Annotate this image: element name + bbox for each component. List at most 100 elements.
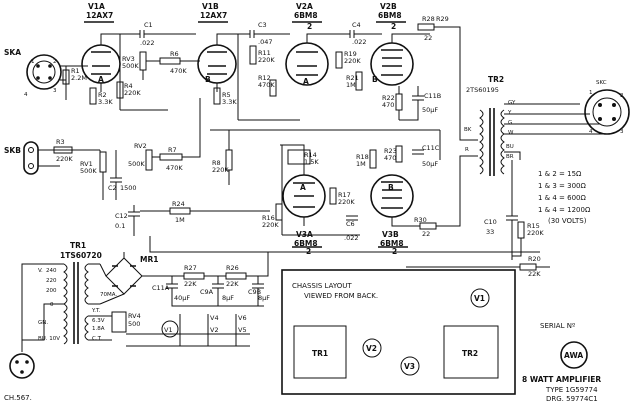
rv4-body	[111, 311, 127, 333]
impedance-1: 1 & 2 = 15Ω	[538, 170, 582, 178]
socket-skc: SKC 1 2 4 3	[584, 80, 630, 135]
tr2-bu: BU	[506, 144, 514, 150]
v1a-electrodes	[91, 51, 111, 75]
v1a-type: 12AX7	[86, 11, 113, 20]
r27-label: R27	[184, 264, 197, 272]
tr2-bk: BK	[464, 127, 472, 133]
v1b-electrodes	[207, 51, 227, 75]
valve-v1a: V1A 12AX7 A	[81, 2, 140, 92]
ska-pin-3-label: 3	[53, 88, 57, 94]
c11a-label: C11A	[152, 284, 170, 292]
skc-label: SKC	[596, 80, 607, 86]
v1a-leads	[100, 33, 140, 92]
tr2-core	[489, 108, 495, 176]
mr1-rating: 70MA.	[100, 292, 117, 298]
r21-body	[355, 71, 363, 91]
c2-value: 1500	[120, 184, 137, 192]
r2-label: R2	[98, 91, 107, 99]
r1-label: R1	[71, 67, 80, 75]
r11-value: 220K	[258, 56, 275, 64]
c11c-plates	[412, 149, 424, 155]
r20-value: 22K	[528, 270, 541, 278]
mains-wiring	[21, 263, 112, 352]
r15-body	[517, 221, 525, 239]
serial-label: SERIAL Nº	[540, 322, 575, 330]
r24-body	[169, 207, 191, 215]
tr1-taps-label: V.	[38, 268, 43, 274]
tr1-heater-v: 6.3V	[92, 318, 105, 324]
chassis-outline	[281, 269, 516, 395]
r8-label: R8	[212, 159, 221, 167]
r26-label: R26	[226, 264, 239, 272]
c9b-value: 8µF	[258, 294, 270, 302]
skc-pin-2	[612, 103, 616, 107]
skc-pin-3-label: 3	[620, 129, 624, 135]
r3-label: R3	[56, 138, 65, 146]
v3a-type: 6BM8	[294, 239, 318, 248]
rv2-label: RV2	[134, 142, 147, 150]
filter-wiring	[171, 252, 269, 307]
chassis-tr1-box	[293, 325, 347, 379]
r18-label: R18	[356, 153, 369, 161]
tr1-ct: C.T.	[92, 336, 102, 342]
r11-label: R11	[258, 49, 271, 57]
r19-value: 220K	[344, 57, 361, 65]
mains-plug-pin-neutral	[25, 360, 29, 364]
heater-block: V1 V4 V2 V6 V5	[126, 314, 250, 347]
mr1-label: MR1	[140, 255, 158, 264]
v2b-leads	[391, 33, 430, 43]
v2a-type: 6BM8	[294, 11, 318, 20]
r22-value: 470	[382, 101, 394, 109]
tr2-y: Y	[507, 110, 512, 116]
tr2-br: BR	[506, 154, 514, 160]
tr1-primary	[63, 263, 68, 345]
r17-value: 220K	[338, 198, 355, 206]
tr2-gy: GY	[508, 100, 516, 106]
chassis-title-2: VIEWED FROM BACK.	[304, 292, 378, 300]
v2a-electrodes	[296, 51, 318, 76]
r17-body	[329, 187, 337, 205]
r4-body	[116, 81, 124, 99]
c10-label: C10	[484, 218, 497, 226]
rv3-body	[139, 51, 147, 71]
r12-body	[269, 79, 277, 97]
tr1-ref: TR1	[70, 241, 86, 250]
tr1-bu: BU. 10V	[38, 336, 60, 342]
chassis-number: CH.567.	[4, 394, 32, 402]
skb-pin-gnd	[28, 163, 34, 169]
ska-wiring	[60, 65, 88, 100]
mains-plug-pin-earth	[20, 370, 24, 374]
tr1-tap-220: 220	[46, 278, 57, 284]
v1b-type: 12AX7	[200, 11, 227, 20]
chassis-v2: V2	[366, 344, 377, 353]
skb-body	[23, 141, 39, 175]
c3-label: C3	[258, 21, 267, 29]
rv1-value: 500K	[80, 167, 97, 175]
tr2-primary	[479, 109, 484, 175]
awa-logo-icon: AWA	[560, 341, 588, 369]
r23-value: 470	[384, 154, 396, 162]
ska-pin-4-label: 4	[24, 92, 28, 98]
heater-v5: V5	[238, 326, 247, 334]
mid-rails	[210, 129, 441, 236]
skc-pin-1	[598, 103, 602, 107]
v2a-stage: 2	[307, 22, 312, 31]
tr1-gn: GN.	[38, 320, 48, 326]
v3b-pin: B	[388, 183, 394, 192]
rv1-label: RV1	[80, 160, 93, 168]
ska-outline	[26, 54, 62, 90]
product-type: TYPE 1G59774	[545, 386, 598, 394]
chassis-v3-socket	[400, 356, 420, 376]
r6-body	[159, 57, 181, 65]
ska-label: SKA	[4, 48, 21, 57]
v3a-pin: A	[300, 183, 306, 192]
c12-plates	[128, 211, 140, 217]
r4-value: 220K	[124, 89, 141, 97]
rv3-label: RV3	[122, 55, 135, 63]
r12-label: R12	[258, 74, 271, 82]
r19-body	[335, 51, 343, 69]
valve-v3b: B V3B 6BM8 2	[370, 174, 420, 256]
skc-pin-1-label: 1	[589, 90, 593, 96]
impedance-4: 1 & 4 = 1200Ω	[538, 206, 591, 214]
c1-value: .022	[140, 39, 154, 47]
